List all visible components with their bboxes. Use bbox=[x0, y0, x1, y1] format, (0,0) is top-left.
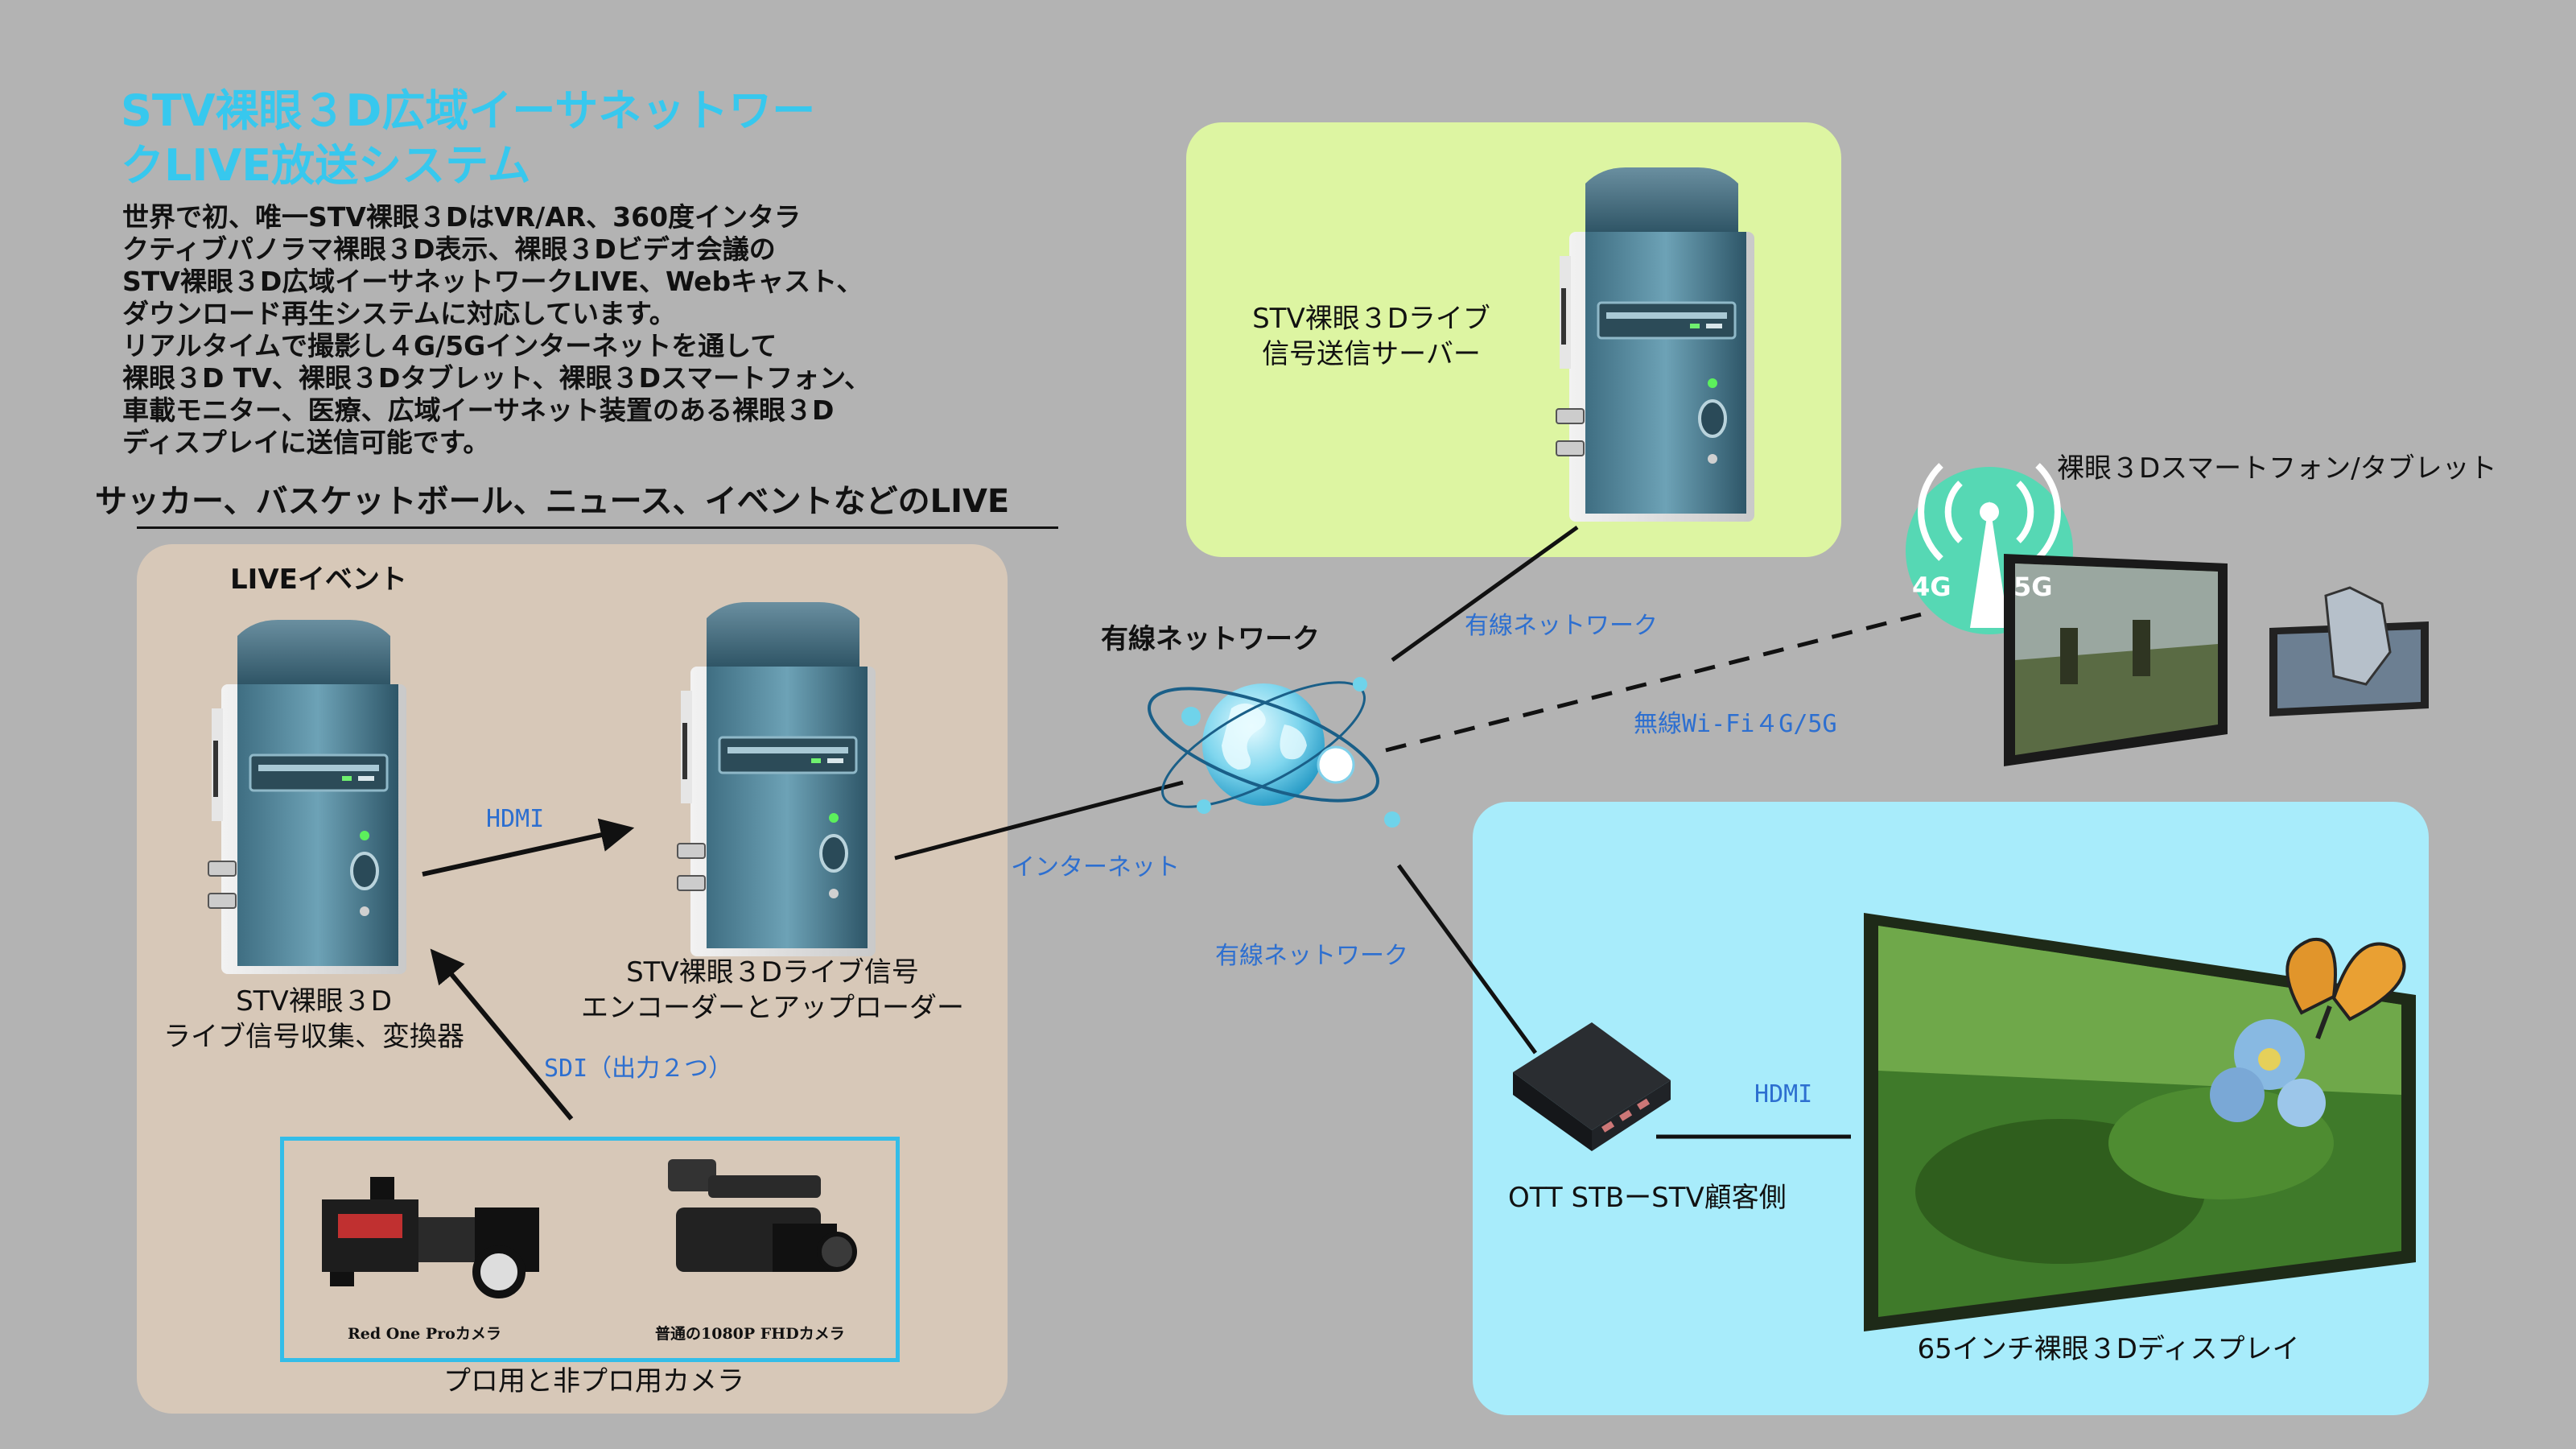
intro-line: 車載モニター、医療、広域イーサネット装置のある裸眼３D bbox=[122, 394, 835, 426]
camera-group-box bbox=[280, 1137, 900, 1362]
signal-badge-4g: 4G bbox=[1912, 572, 1952, 602]
camera-caption-red-one: Red One Proカメラ bbox=[348, 1325, 501, 1343]
wired-top-connector bbox=[1391, 525, 1579, 663]
subheading: サッカー、バスケットボール、ニュース、イベントなどのLIVE bbox=[95, 483, 1010, 520]
wired-network-top-label: 有線ネットワーク bbox=[1465, 612, 1658, 640]
page-title: STV裸眼３D広域イーサネットワー クLIVE放送システム bbox=[121, 84, 877, 193]
hdmi-bottom-label: HDMI bbox=[1754, 1080, 1813, 1108]
intro-paragraph: 世界で初、唯一STV裸眼３DはVR/AR、360度インタラ クティブパノラマ裸眼… bbox=[122, 201, 975, 459]
wired-bottom-connector bbox=[1396, 864, 1538, 1055]
intro-line: ディスプレイに送信可能です。 bbox=[122, 427, 490, 458]
intro-line: 世界で初、唯一STV裸眼３DはVR/AR、360度インタラ bbox=[122, 201, 802, 233]
converter-label-line: ライブ信号収集、変換器 bbox=[163, 1021, 464, 1053]
camera-group-label: プロ用と非プロ用カメラ bbox=[443, 1365, 744, 1397]
butterfly-icon bbox=[2285, 937, 2406, 1040]
encoder-label-line: STV裸眼３Dライブ信号 bbox=[626, 956, 919, 989]
large-display-icon bbox=[1864, 913, 2416, 1331]
set-top-box-icon bbox=[1513, 1022, 1671, 1151]
stb-label: OTT STBーSTV顧客側 bbox=[1508, 1182, 1787, 1214]
sdi-connector bbox=[430, 948, 574, 1121]
camcorder-icon bbox=[668, 1159, 857, 1272]
cinema-camera-icon bbox=[322, 1177, 539, 1298]
sdi-label: SDI（出力２つ） bbox=[544, 1055, 733, 1083]
camera-caption-fhd: 普通の1080P FHDカメラ bbox=[655, 1325, 845, 1343]
hdmi-top-label: HDMI bbox=[486, 805, 545, 833]
tablet-icon bbox=[2269, 586, 2429, 716]
hdmi-connector bbox=[422, 818, 635, 877]
server-label: STV裸眼３Dライブ 信号送信サーバー bbox=[1218, 301, 1524, 372]
wireless-connector bbox=[1385, 609, 1932, 753]
internet-label: インターネット bbox=[1011, 853, 1180, 881]
flower-icon bbox=[2210, 1019, 2326, 1127]
subheading-underline bbox=[137, 526, 1058, 529]
signal-badge-5g: 5G bbox=[2013, 572, 2053, 602]
wired-network-bottom-label: 有線ネットワーク bbox=[1215, 942, 1408, 970]
server-label-line: STV裸眼３Dライブ bbox=[1252, 303, 1490, 335]
live-event-label: LIVEイベント bbox=[230, 564, 407, 596]
smartphone-label: 裸眼３Dスマートフォン/タブレット bbox=[2057, 452, 2497, 485]
display-label: 65インチ裸眼３Dディスプレイ bbox=[1917, 1333, 2300, 1365]
globe-network-icon bbox=[1148, 677, 1400, 828]
wired-network-heading: 有線ネットワーク bbox=[1101, 623, 1320, 655]
intro-line: リアルタイムで撮影し４G/5Gインターネットを通して bbox=[122, 330, 777, 361]
converter-label: STV裸眼３D ライブ信号収集、変換器 bbox=[153, 984, 475, 1055]
wireless-label: 無線Wi-Fi４G/5G bbox=[1634, 710, 1837, 738]
flat-display-icon bbox=[2004, 554, 2228, 766]
title-line-1: STV裸眼３D広域イーサネットワー bbox=[121, 85, 816, 136]
intro-line: STV裸眼３D広域イーサネットワークLIVE、Webキャスト、 bbox=[122, 266, 863, 297]
intro-line: 裸眼３D TV、裸眼３Dタブレット、裸眼３Dスマートフォン、 bbox=[122, 362, 872, 394]
internet-connector bbox=[894, 780, 1184, 861]
title-line-2: クLIVE放送システム bbox=[121, 140, 531, 191]
encoder-label: STV裸眼３Dライブ信号 エンコーダーとアップローダー bbox=[563, 955, 982, 1026]
intro-line: クティブパノラマ裸眼３D表示、裸眼３Dビデオ会議の bbox=[122, 233, 776, 265]
intro-line: ダウンロード再生システムに対応しています。 bbox=[122, 298, 676, 329]
server-label-line: 信号送信サーバー bbox=[1262, 338, 1481, 370]
converter-label-line: STV裸眼３D bbox=[236, 985, 392, 1018]
encoder-label-line: エンコーダーとアップローダー bbox=[581, 992, 964, 1024]
